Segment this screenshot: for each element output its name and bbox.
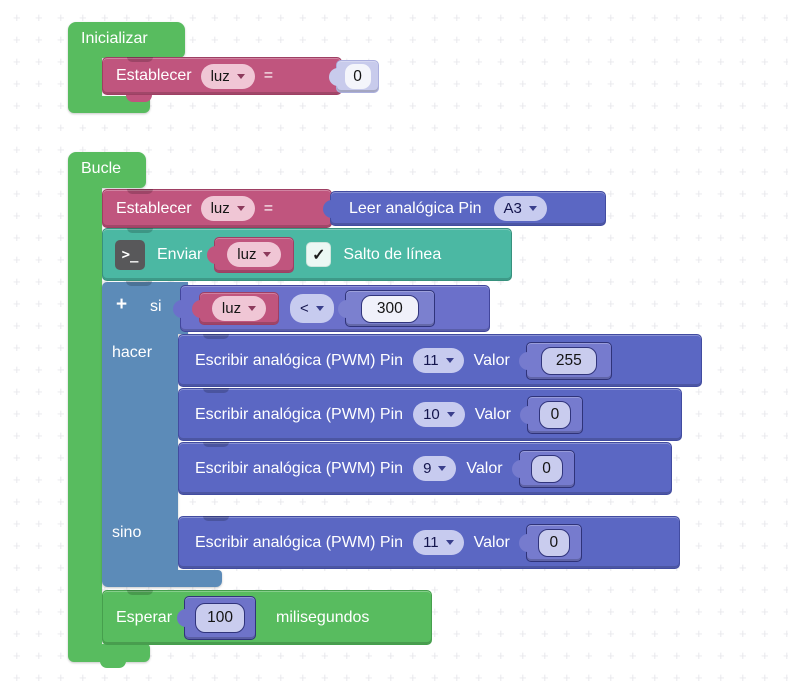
analog-write-block[interactable]: Escribir analógica (PWM) Pin 10 Valor 0 — [178, 388, 682, 441]
number-value-block[interactable]: 0 — [518, 449, 575, 488]
pin-dropdown[interactable]: 11 — [413, 530, 464, 555]
number-field[interactable]: 0 — [530, 454, 563, 483]
terminal-icon: >_ — [115, 239, 145, 270]
dropdown-arrow-icon — [445, 358, 454, 363]
number-value-block[interactable]: 300 — [344, 290, 435, 327]
block-bottom-tab — [100, 661, 126, 668]
variable-value-block[interactable]: luz — [214, 236, 295, 273]
analog-write-block[interactable]: Escribir analógica (PWM) Pin 11 Valor 25… — [178, 334, 702, 387]
read-analog-block[interactable]: Leer analógica Pin A3 — [330, 191, 606, 226]
dropdown-arrow-icon — [236, 206, 245, 211]
equals-label: = — [263, 199, 274, 217]
dropdown-arrow-icon — [438, 466, 447, 471]
number-value-block[interactable]: 0 — [526, 395, 583, 434]
variable-dropdown[interactable]: luz — [200, 63, 255, 89]
set-variable-label: Establecer — [116, 67, 192, 84]
number-field[interactable]: 300 — [360, 294, 419, 323]
number-value-block[interactable]: 255 — [525, 341, 612, 380]
valor-label: Valor — [466, 459, 503, 477]
valor-label: Valor — [473, 533, 510, 551]
valor-label: Valor — [474, 405, 511, 423]
analog-write-block[interactable]: Escribir analógica (PWM) Pin 9 Valor 0 — [178, 442, 672, 495]
number-field[interactable]: 255 — [540, 346, 597, 375]
block-bottom-tab — [126, 95, 152, 102]
inicializar-block-label: Inicializar — [81, 30, 148, 47]
analog-write-label: Escribir analógica (PWM) Pin — [195, 533, 404, 551]
number-field[interactable]: 0 — [538, 400, 571, 429]
analog-write-label: Escribir analógica (PWM) Pin — [195, 351, 404, 369]
if-si-label: si — [150, 298, 162, 315]
number-field[interactable]: 0 — [344, 64, 371, 89]
variable-dropdown[interactable]: luz — [211, 296, 267, 321]
operator-dropdown[interactable]: < — [290, 294, 334, 323]
serial-send-block[interactable]: >_ Enviar luz ✓ Salto de línea — [102, 228, 512, 281]
variable-dropdown[interactable]: luz — [200, 196, 255, 221]
pin-dropdown[interactable]: 9 — [413, 456, 457, 481]
wait-unit-label: milisegundos — [276, 608, 370, 626]
dropdown-arrow-icon — [445, 540, 454, 545]
variable-value-block[interactable]: luz — [199, 292, 279, 325]
variable-dropdown[interactable]: luz — [227, 242, 282, 267]
dropdown-arrow-icon — [528, 206, 537, 211]
pin-dropdown[interactable]: 11 — [413, 348, 464, 373]
analog-write-label: Escribir analógica (PWM) Pin — [195, 459, 404, 477]
wait-block[interactable]: Esperar 100 milisegundos — [102, 590, 432, 645]
if-hacer-label: hacer — [112, 344, 153, 361]
pin-dropdown[interactable]: 10 — [413, 402, 465, 427]
wait-label: Esperar — [116, 608, 173, 626]
read-analog-label: Leer analógica Pin — [349, 199, 482, 217]
analog-write-label: Escribir analógica (PWM) Pin — [195, 405, 404, 423]
compare-condition-block[interactable]: luz < 300 — [180, 285, 490, 332]
dropdown-arrow-icon — [236, 73, 245, 79]
dropdown-arrow-icon — [248, 306, 257, 311]
number-field[interactable]: 100 — [195, 602, 246, 633]
valor-label: Valor — [473, 351, 510, 369]
newline-label: Salto de línea — [343, 245, 442, 263]
dropdown-arrow-icon — [315, 306, 324, 311]
number-value-block[interactable]: 0 — [525, 523, 582, 562]
equals-label: = — [263, 67, 274, 84]
newline-checkbox[interactable]: ✓ — [306, 242, 332, 267]
set-variable-label: Establecer — [116, 199, 192, 217]
if-mutator-plus-icon[interactable]: + — [116, 294, 128, 315]
analog-write-block[interactable]: Escribir analógica (PWM) Pin 11 Valor 0 — [178, 516, 680, 569]
number-value-block[interactable]: 0 — [336, 60, 379, 93]
set-variable-block[interactable]: Establecer luz = — [102, 189, 332, 228]
dropdown-arrow-icon — [263, 252, 272, 257]
pin-dropdown[interactable]: A3 — [493, 196, 547, 221]
dropdown-arrow-icon — [446, 412, 455, 417]
if-sino-label: sino — [112, 524, 142, 541]
serial-send-label: Enviar — [157, 245, 203, 263]
bucle-block-label: Bucle — [81, 160, 122, 177]
number-value-block[interactable]: 100 — [184, 595, 257, 640]
set-variable-block[interactable]: Establecer luz = — [102, 57, 342, 95]
number-field[interactable]: 0 — [537, 528, 570, 557]
